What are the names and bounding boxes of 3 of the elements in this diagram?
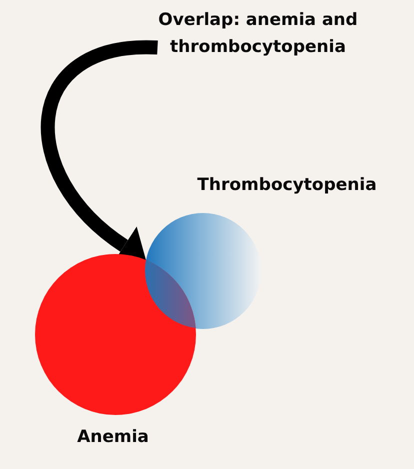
callout-text: Overlap: anemia and thrombocytopenia <box>158 7 358 61</box>
circle-label: Thrombocytopenia <box>197 175 377 195</box>
circle-label: Anemia <box>77 427 149 447</box>
